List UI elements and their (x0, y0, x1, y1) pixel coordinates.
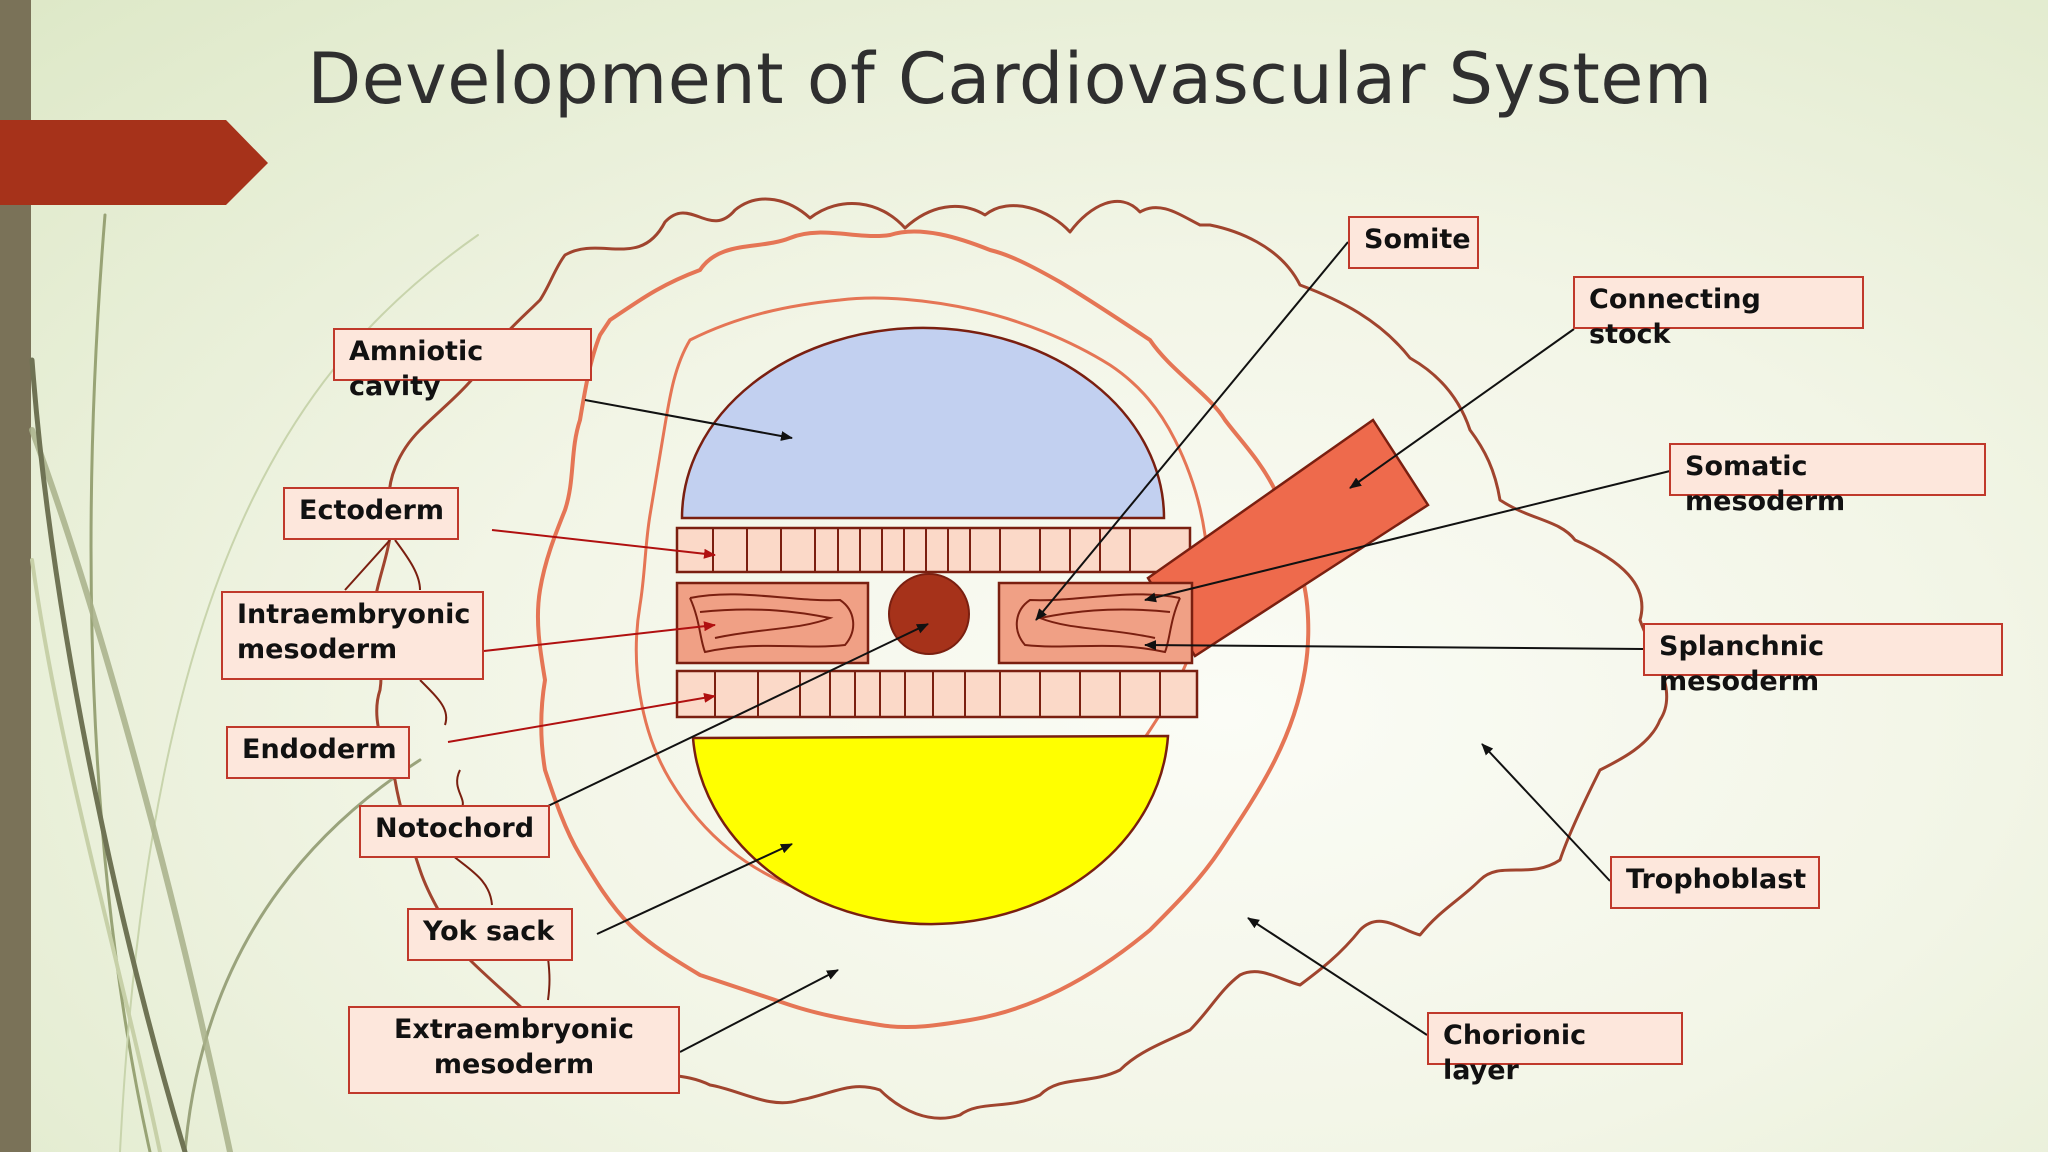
title-chevron-banner (0, 120, 268, 205)
label-somatic-mesoderm: Somatic mesoderm (1669, 443, 1986, 517)
decorative-curves (29, 213, 479, 1152)
yolk-sac-shape (691, 734, 1170, 926)
label-chorionic-layer: Chorionic layer (1427, 1012, 1683, 1086)
label-somite: Somite (1348, 216, 1479, 269)
label-yolk-sac: Yok sack (407, 908, 573, 961)
label-trophoblast: Trophoblast (1610, 856, 1820, 909)
pointer-arrows (447, 241, 1671, 1053)
mesoderm-left-block (675, 581, 870, 665)
endoderm-layer (675, 669, 1199, 719)
arrow-extraembryonic-mesoderm (679, 969, 839, 1053)
label-ectoderm: Ectoderm (283, 487, 459, 540)
trophoblast-outline (372, 197, 1669, 1120)
chorionic-outline (535, 229, 1311, 1030)
arrow-trophoblast (1481, 743, 1611, 882)
label-connectors (344, 539, 551, 1001)
arrow-yolk-sac (596, 843, 793, 935)
label-endoderm: Endoderm (226, 726, 410, 779)
arrow-connecting-stalk (1349, 328, 1575, 489)
slide-title: Development of Cardiovascular System (307, 38, 1713, 120)
label-intraembryonic-mesoderm: Intraembryonic mesoderm (221, 591, 484, 680)
arrow-chorionic-layer (1247, 917, 1428, 1036)
arrow-splanchnic-mesoderm (1144, 640, 1644, 651)
arrow-intraembryonic-mesoderm (483, 621, 716, 652)
label-splanchnic-mesoderm: Splanchnic mesoderm (1643, 623, 2003, 697)
ectoderm-layer (675, 526, 1192, 574)
arrow-endoderm (447, 692, 716, 743)
notochord-shape (888, 573, 970, 655)
label-connecting-stalk: Connecting stock (1573, 276, 1864, 350)
arrow-notochord (547, 623, 929, 807)
label-amniotic-cavity: Amniotic cavity (333, 328, 592, 402)
label-extraembryonic-mesoderm: Extraembryonic mesoderm (348, 1006, 680, 1094)
amniotic-cavity-shape (680, 326, 1166, 520)
arrow-somite (1035, 241, 1349, 621)
arrow-somatic-mesoderm (1144, 470, 1671, 603)
label-notochord: Notochord (359, 805, 550, 858)
arrow-ectoderm (491, 529, 716, 559)
arrow-amniotic-cavity (584, 399, 793, 441)
